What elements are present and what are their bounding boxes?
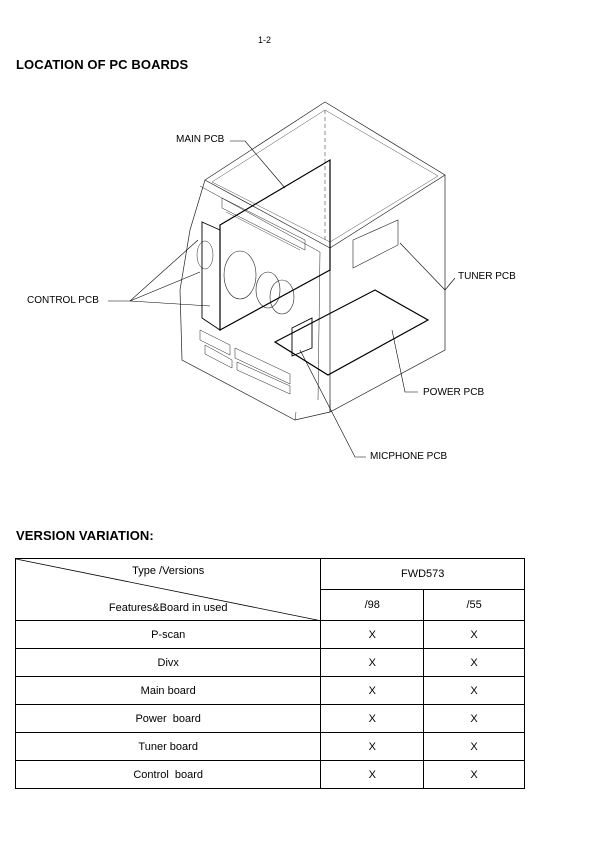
mark-cell: X (320, 732, 425, 761)
mark-cell: X (320, 704, 425, 733)
table-row: Control board X X (14, 760, 525, 789)
feature-cell: Control board (14, 760, 322, 789)
mark-cell: X (423, 704, 525, 733)
mark-cell: X (320, 760, 425, 789)
table-row: Main board X X (14, 676, 525, 705)
diagonal-header-cell: Type /Versions Features&Board in used (14, 558, 322, 621)
mark-cell: X (320, 648, 425, 677)
feature-cell: Divx (14, 648, 322, 677)
version-header-98: /98 (320, 589, 425, 621)
section-title-version-variation: VERSION VARIATION: (16, 528, 154, 543)
version-header-55: /55 (423, 589, 525, 621)
label-tuner-pcb: TUNER PCB (458, 271, 516, 282)
leader-lines (108, 140, 456, 458)
pcb-boards (201, 158, 430, 376)
mark-cell: X (423, 648, 525, 677)
feature-cell: Main board (14, 676, 322, 705)
mark-cell: X (423, 620, 525, 649)
section-title-pc-boards: LOCATION OF PC BOARDS (16, 57, 189, 72)
mark-cell: X (320, 620, 425, 649)
page-number: 1-2 (258, 35, 272, 45)
model-header: FWD573 (320, 558, 525, 590)
feature-cell: Power board (14, 704, 322, 733)
table-row: Divx X X (14, 648, 525, 677)
label-control-pcb: CONTROL PCB (27, 295, 99, 306)
version-variation-table: Type /Versions Features&Board in used FW… (14, 558, 525, 789)
pcb-location-diagram (108, 101, 456, 458)
diagonal-divider (16, 559, 322, 621)
table-row: Power board X X (14, 704, 525, 733)
unit-cabinet-outline (179, 101, 446, 421)
label-micphone-pcb: MICPHONE PCB (370, 451, 448, 462)
header-features-board: Features&Board in used (108, 602, 228, 614)
feature-cell: P-scan (14, 620, 322, 649)
table-row: P-scan X X (14, 620, 525, 649)
mark-cell: X (423, 760, 525, 789)
label-main-pcb: MAIN PCB (176, 134, 225, 145)
feature-cell: Tuner board (14, 732, 322, 761)
mark-cell: X (423, 676, 525, 705)
label-power-pcb: POWER PCB (423, 387, 485, 398)
header-type-versions: Type /Versions (132, 565, 205, 577)
mark-cell: X (320, 676, 425, 705)
mark-cell: X (423, 732, 525, 761)
table-row: Tuner board X X (14, 732, 525, 761)
